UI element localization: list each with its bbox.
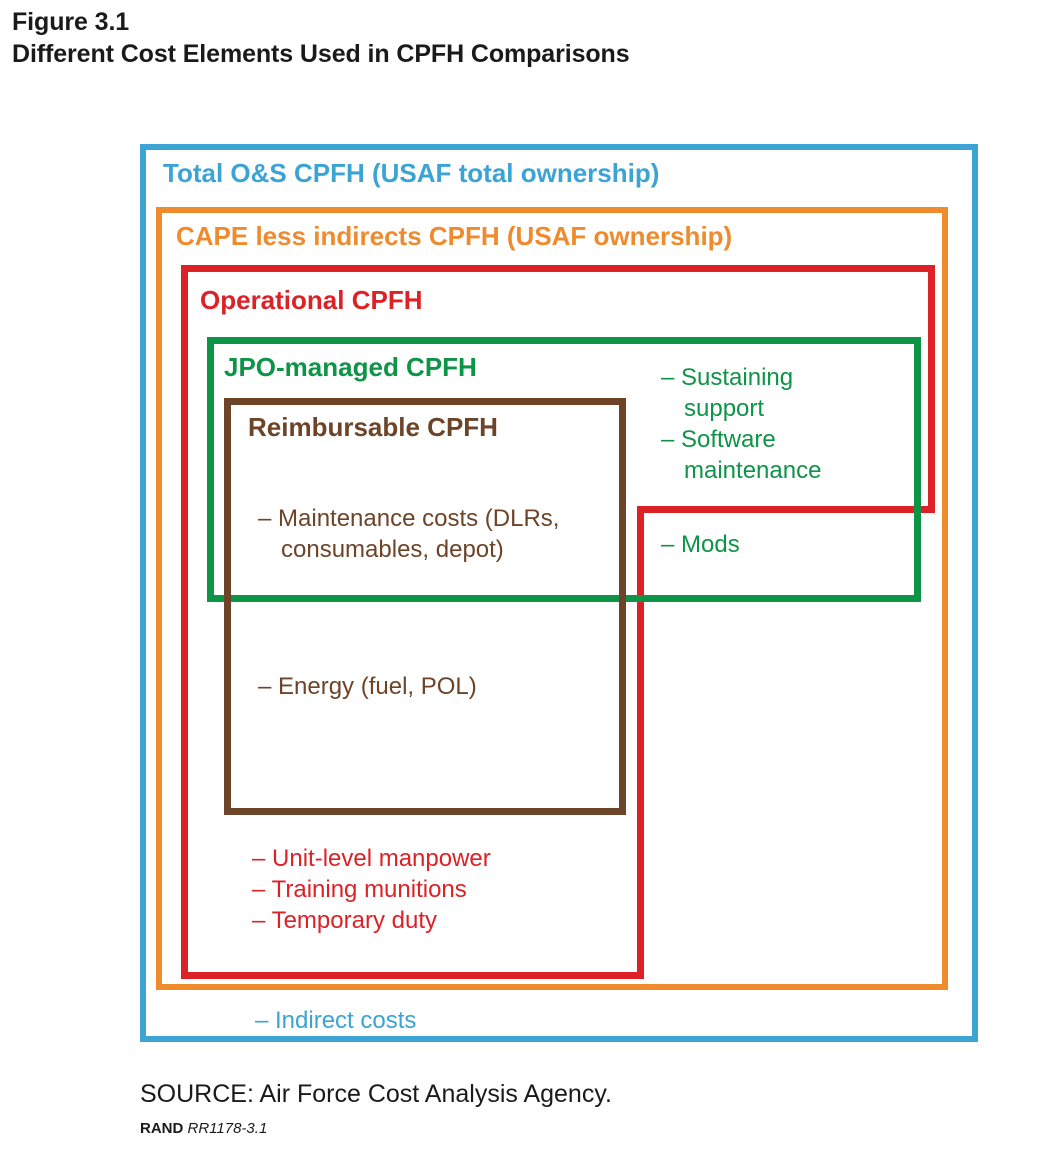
operational-box-top-edge (181, 265, 935, 272)
rand-label: RAND (140, 1120, 184, 1137)
box-jpo-managed-cpfh (207, 337, 921, 602)
label-cape-less-indirects-cpfh: CAPE less indirects CPFH (USAF ownership… (176, 221, 733, 251)
bullet-energy: – Energy (fuel, POL) (258, 673, 477, 700)
bullet-sustaining-support: – Sustaining support (661, 364, 794, 422)
box-reimbursable-cpfh (224, 398, 626, 815)
bullet-mods: – Mods (661, 531, 740, 558)
label-reimbursable-cpfh: Reimbursable CPFH (248, 412, 498, 442)
figure-heading: Figure 3.1 Different Cost Elements Used … (12, 6, 1012, 70)
box-total-os-cpfh (140, 144, 978, 1042)
bullet-list-total-os: – Indirect costs (255, 1005, 655, 1036)
label-jpo-managed-cpfh: JPO-managed CPFH (224, 352, 477, 382)
bullet-temporary-duty: – Temporary duty (252, 907, 437, 934)
box-cape-less-indirects-cpfh (156, 207, 948, 990)
bullet-list-reimbursable-energy: – Energy (fuel, POL) (258, 671, 613, 702)
bullet-unit-level-manpower: – Unit-level manpower (252, 845, 491, 872)
label-total-os-cpfh: Total O&S CPFH (USAF total ownership) (163, 158, 660, 188)
label-operational-cpfh: Operational CPFH (200, 285, 423, 315)
bullet-list-operational: – Unit-level manpower – Training munitio… (252, 843, 652, 936)
bullet-maintenance-costs: – Maintenance costs (DLRs, consumables, … (258, 505, 560, 563)
figure-title: Different Cost Elements Used in CPFH Com… (12, 40, 630, 68)
bullet-training-munitions: – Training munitions (252, 876, 467, 903)
operational-box-step-edge (637, 506, 935, 513)
bullet-list-reimbursable-maintenance: – Maintenance costs (DLRs, consumables, … (258, 503, 613, 565)
operational-box-bottom-edge (181, 972, 644, 979)
bullet-list-jpo-mods: – Mods (661, 529, 906, 560)
source-note: SOURCE: Air Force Cost Analysis Agency. (140, 1080, 612, 1108)
bullet-list-jpo-managed: – Sustaining support – Software maintena… (661, 362, 906, 486)
operational-box-upper-right-edge (928, 265, 935, 513)
bullet-indirect-costs: – Indirect costs (255, 1007, 417, 1034)
operational-box-left-edge (181, 265, 188, 979)
rand-number: RR1178-3.1 (187, 1120, 268, 1137)
bullet-software-maintenance: – Software maintenance (661, 426, 822, 484)
figure-number: Figure 3.1 (12, 8, 130, 36)
operational-box-lower-right-edge (637, 506, 644, 979)
rand-document-id: RAND RR1178-3.1 (140, 1119, 267, 1138)
